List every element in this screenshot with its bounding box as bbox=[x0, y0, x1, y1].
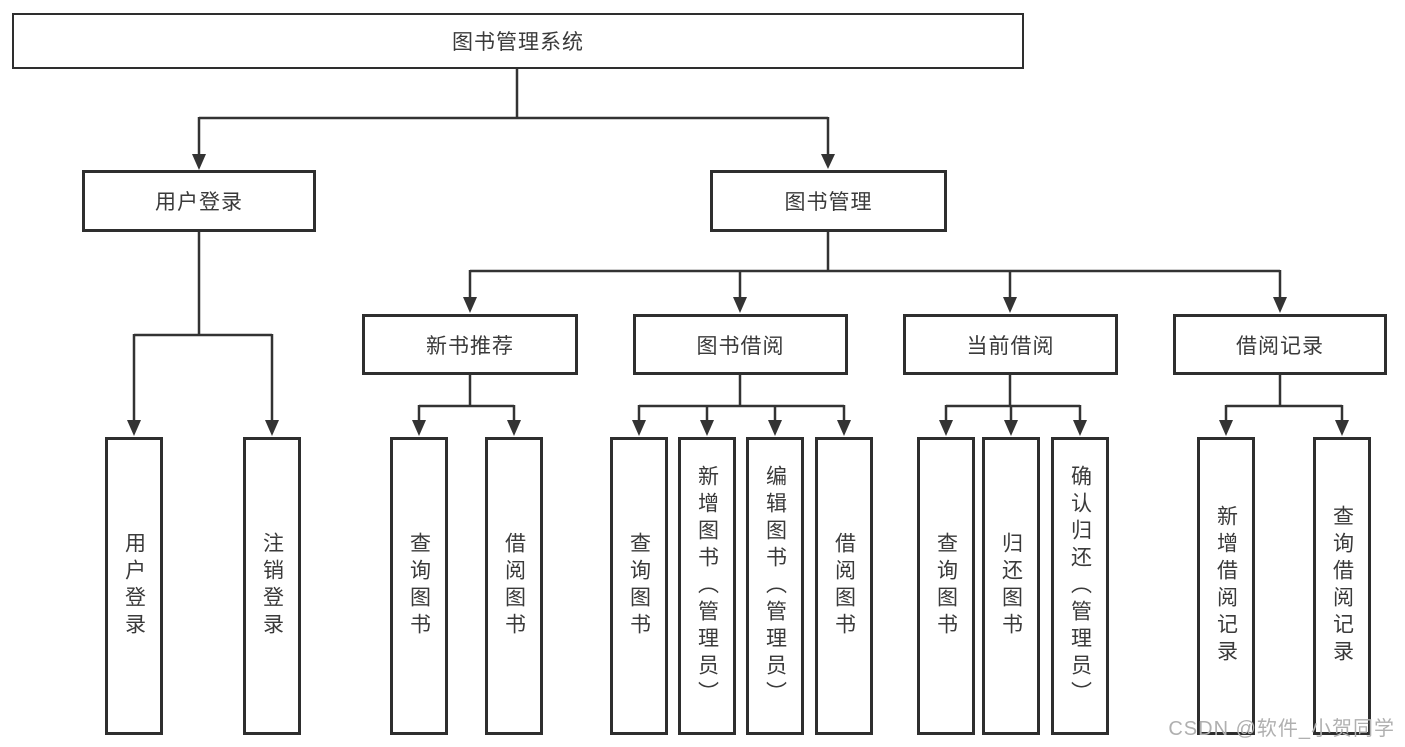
leaf-label: 新增图书（管理员） bbox=[695, 464, 719, 708]
leaf-label: 新增借阅记录 bbox=[1214, 505, 1238, 667]
leaf-query-borrow-record: 查询借阅记录 bbox=[1313, 437, 1371, 735]
leaf-user-login: 用户登录 bbox=[105, 437, 163, 735]
node-label: 图书管理 bbox=[784, 191, 873, 214]
leaf-add-book-admin: 新增图书（管理员） bbox=[678, 437, 736, 735]
leaf-label: 用户登录 bbox=[122, 532, 146, 640]
leaf-edit-book-admin: 编辑图书（管理员） bbox=[746, 437, 804, 735]
leaf-label: 查询图书 bbox=[934, 532, 958, 640]
leaf-label: 编辑图书（管理员） bbox=[763, 464, 787, 708]
leaf-label: 确认归还（管理员） bbox=[1068, 464, 1092, 708]
node-label: 用户登录 bbox=[155, 191, 243, 214]
node-root-label: 图书管理系统 bbox=[452, 31, 584, 54]
leaf-label: 归还图书 bbox=[999, 532, 1023, 640]
leaf-label: 查询借阅记录 bbox=[1330, 505, 1354, 667]
leaf-add-borrow-record: 新增借阅记录 bbox=[1197, 437, 1255, 735]
leaf-label: 借阅图书 bbox=[832, 532, 856, 640]
node-label: 当前借阅 bbox=[966, 334, 1055, 358]
leaf-query-book-current: 查询图书 bbox=[917, 437, 975, 735]
leaf-label: 借阅图书 bbox=[502, 532, 526, 640]
node-current-borrow: 当前借阅 bbox=[903, 314, 1118, 375]
leaf-borrow-book: 借阅图书 bbox=[815, 437, 873, 735]
node-borrow-record: 借阅记录 bbox=[1173, 314, 1387, 375]
node-label: 新书推荐 bbox=[426, 334, 514, 358]
leaf-logout: 注销登录 bbox=[243, 437, 301, 735]
node-new-book-recommend: 新书推荐 bbox=[362, 314, 578, 375]
leaf-return-book: 归还图书 bbox=[982, 437, 1040, 735]
leaf-label: 注销登录 bbox=[260, 532, 284, 640]
leaf-label: 查询图书 bbox=[627, 532, 651, 640]
leaf-borrow-book-recommend: 借阅图书 bbox=[485, 437, 543, 735]
watermark-text: CSDN @软件_小贺同学 bbox=[1168, 718, 1395, 740]
leaf-query-book-borrow: 查询图书 bbox=[610, 437, 668, 735]
leaf-query-book-recommend: 查询图书 bbox=[390, 437, 448, 735]
node-book-borrow: 图书借阅 bbox=[633, 314, 848, 375]
node-label: 借阅记录 bbox=[1236, 334, 1324, 358]
leaf-label: 查询图书 bbox=[407, 532, 431, 640]
node-user-login: 用户登录 bbox=[82, 170, 316, 232]
node-label: 图书借阅 bbox=[696, 334, 785, 358]
node-book-management: 图书管理 bbox=[710, 170, 947, 232]
node-root: 图书管理系统 bbox=[12, 13, 1024, 69]
leaf-confirm-return-admin: 确认归还（管理员） bbox=[1051, 437, 1109, 735]
